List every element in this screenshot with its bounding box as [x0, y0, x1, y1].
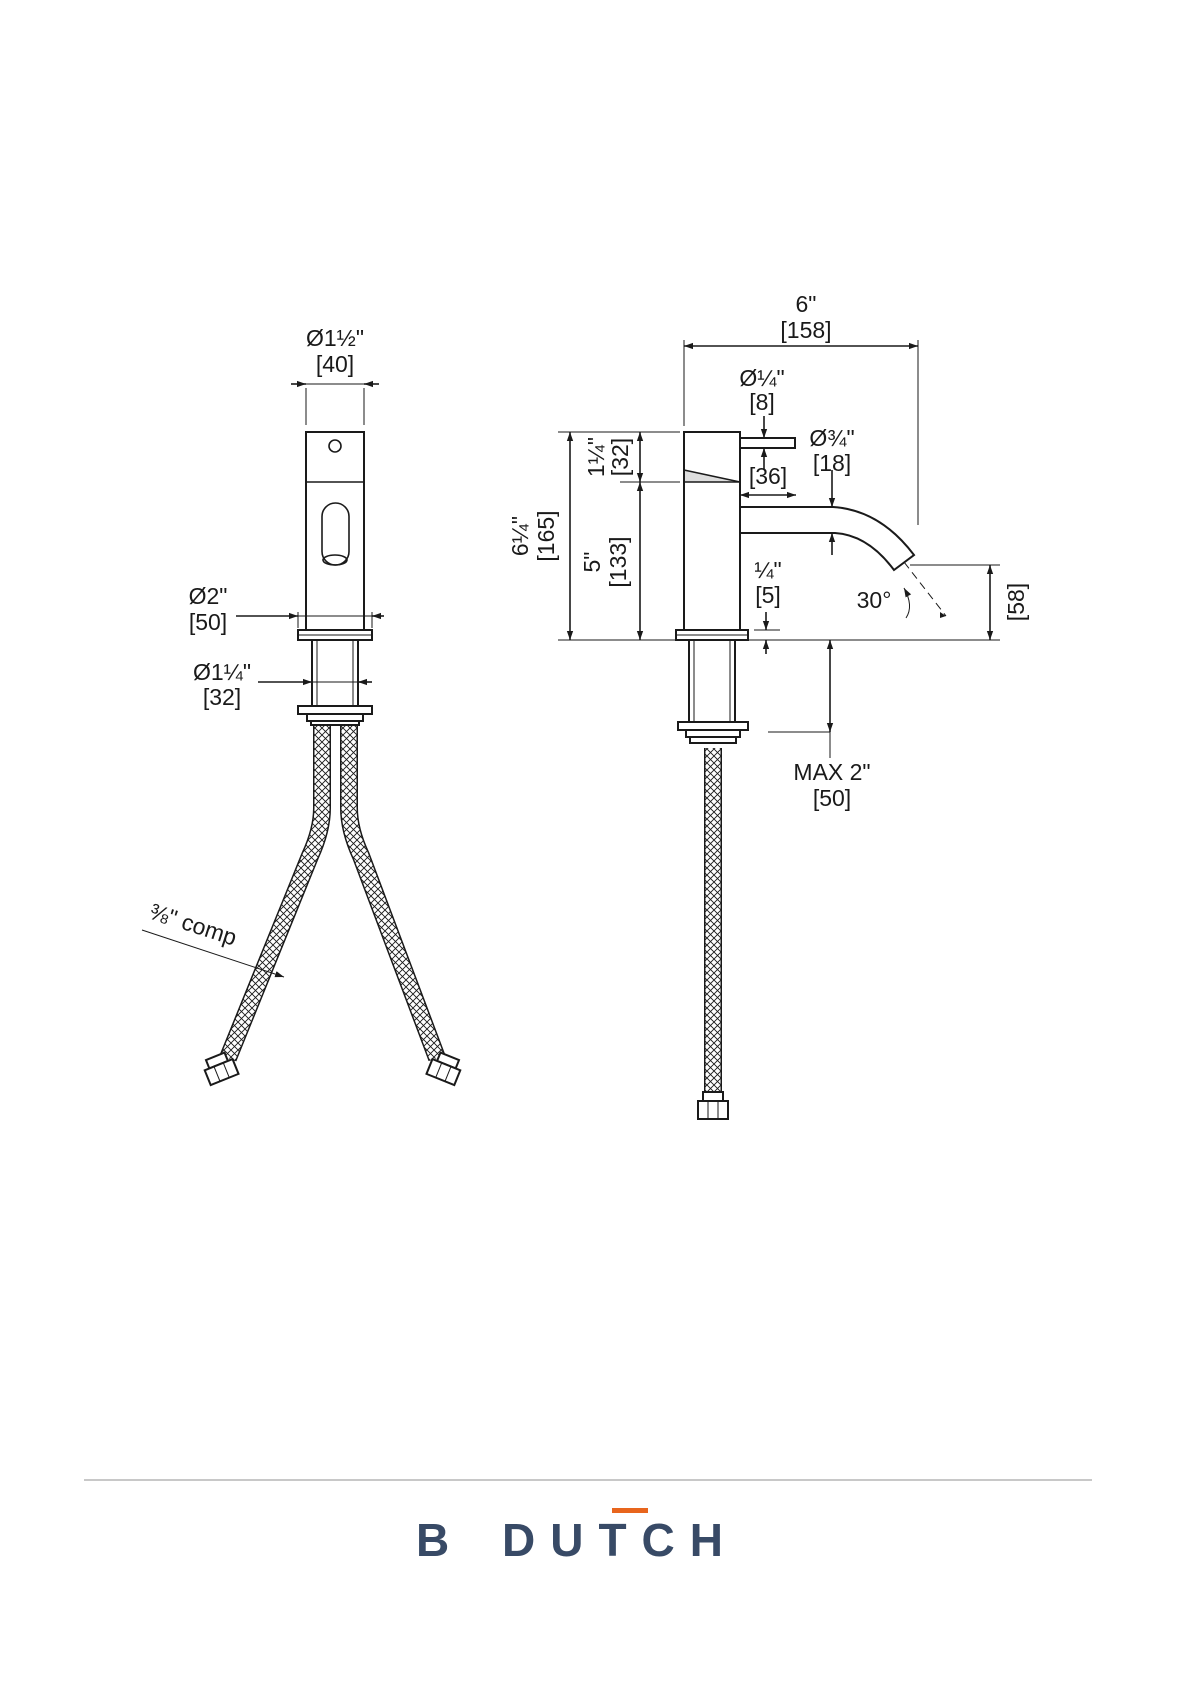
front-shank-diameter-imperial: Ø1¼" [193, 659, 251, 685]
side-base-plate-imperial: ¼" [754, 557, 781, 583]
side-spout-diameter-metric: [18] [813, 450, 851, 476]
side-spout-diameter-imperial: Ø¾" [809, 425, 854, 451]
side-handle-diameter-metric: [8] [749, 389, 775, 415]
hose-nut-side [703, 1092, 723, 1101]
logo-accent-bar [612, 1508, 648, 1513]
hose-connection-label: ⅜" comp [146, 898, 240, 951]
side-deck-thickness-imperial: MAX 2" [793, 759, 870, 785]
logo-word-dutch: DUTCH [502, 1514, 738, 1566]
front-body [306, 432, 364, 630]
side-spout-height-metric: [58] [1003, 583, 1029, 621]
footer: B DUTCH [84, 1480, 1092, 1566]
side-shank [689, 640, 735, 724]
side-projection-metric: [158] [780, 317, 831, 343]
front-shank [312, 640, 358, 708]
side-handle-height-metric: [32] [607, 438, 633, 476]
hose-left [228, 725, 322, 1058]
side-body [684, 432, 740, 630]
side-base-plate-metric: [5] [755, 582, 781, 608]
handle-lever [740, 438, 795, 448]
side-deck-thickness-metric: [50] [813, 785, 851, 811]
side-body-height-metric: [133] [605, 536, 631, 587]
front-view: Ø1½" [40] Ø2" [50] Ø1¼" [32] ⅜" comp [142, 325, 464, 1085]
side-total-height-imperial: 6¼" [507, 516, 533, 556]
side-projection-imperial: 6" [796, 291, 817, 317]
side-handle-diameter-imperial: Ø¼" [739, 365, 784, 391]
front-top-diameter-imperial: Ø1½" [306, 325, 364, 351]
front-base-diameter-metric: [50] [189, 609, 227, 635]
side-spout-angle: 30° [857, 587, 892, 613]
front-base-diameter-imperial: Ø2" [189, 583, 228, 609]
hose-right [349, 725, 437, 1058]
side-handle-height-imperial: 1¼" [583, 437, 609, 477]
logo-letter-b: B [416, 1514, 464, 1566]
front-nut [298, 706, 372, 714]
side-spout-offset-metric: [36] [749, 463, 787, 489]
brand-logo: B DUTCH [416, 1508, 738, 1566]
front-top-diameter-metric: [40] [316, 351, 354, 377]
side-body-height-imperial: 5" [579, 552, 605, 573]
side-total-height-metric: [165] [533, 510, 559, 561]
side-view: 6" [158] Ø¼" [8] [36] Ø¾" [18] 1¼" [32] … [507, 291, 1029, 1119]
front-shank-diameter-metric: [32] [203, 684, 241, 710]
